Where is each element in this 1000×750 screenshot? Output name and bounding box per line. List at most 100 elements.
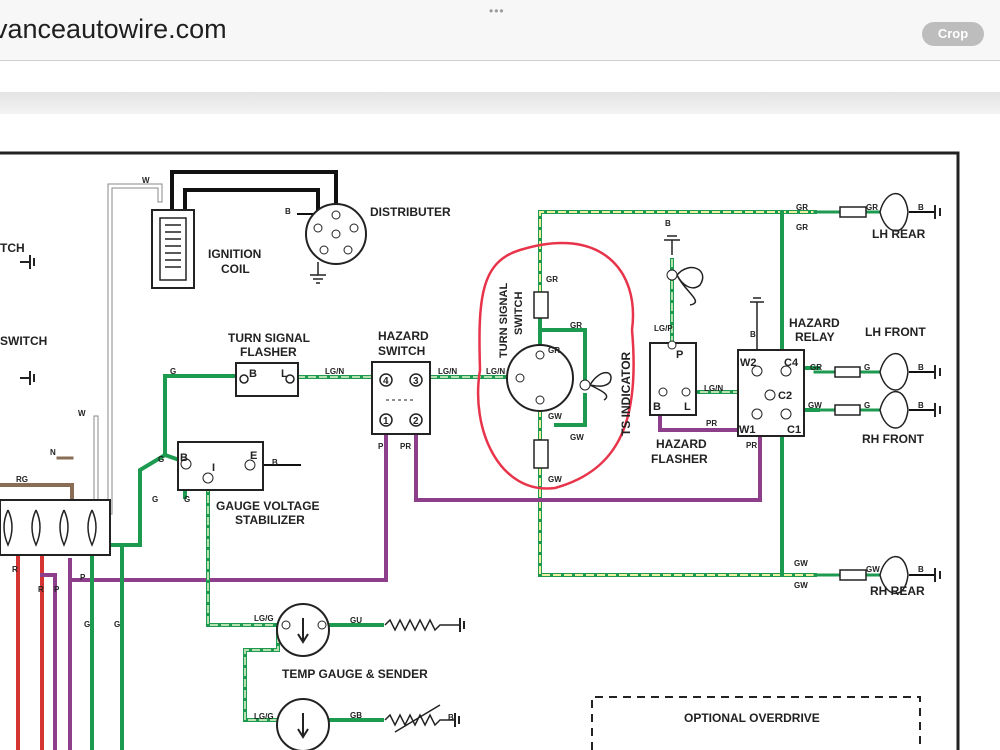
wire-code-lgn-4: LG/N <box>704 384 723 393</box>
wire-code-p-2: P <box>54 585 60 594</box>
wire-code-gr-5: GR <box>796 223 808 232</box>
wire-code-lgn-2: LG/N <box>438 367 457 376</box>
hazard-relay <box>737 297 805 437</box>
wire-code-p-3: P <box>80 573 86 582</box>
wire-code-lgn-3: LG/N <box>486 367 505 376</box>
terminal-c1: C1 <box>787 424 801 436</box>
wire-code-pr-1: PR <box>706 419 717 428</box>
label-hazard-flasher-2: FLASHER <box>651 452 708 466</box>
turn-signal-switch <box>506 291 574 469</box>
wires <box>0 170 936 750</box>
wire-code-w-2: W <box>78 409 86 418</box>
label-rh-front: RH FRONT <box>862 432 925 446</box>
turn-signal-flasher <box>235 362 299 397</box>
label-hazard-switch-2: SWITCH <box>378 344 425 358</box>
crop-button[interactable]: Crop <box>922 22 984 46</box>
label-gauge-voltage-1: GAUGE VOLTAGE <box>216 499 320 513</box>
wire-code-gw-2: GW <box>570 433 584 442</box>
wire-code-gr-3: GR <box>548 346 560 355</box>
label-temp-gauge: TEMP GAUGE & SENDER <box>282 667 428 681</box>
label-switch-1: TCH <box>0 241 25 255</box>
wire-code-gw-5: GW <box>794 559 808 568</box>
wire-code-gw-4: GW <box>808 401 822 410</box>
browser-toolbar: ••• vanceautowire.com Crop <box>0 0 1000 60</box>
fuse-block <box>0 499 111 556</box>
label-switch-2: SWITCH <box>0 334 47 348</box>
wire-code-n: N <box>50 448 56 457</box>
terminal-w2: W2 <box>740 357 757 369</box>
wire-code-g-4: G <box>184 495 190 504</box>
wire-code-gr-6: GR <box>866 203 878 212</box>
wire-code-b-lhr: B <box>918 203 924 212</box>
wire-code-w: W <box>142 176 150 185</box>
wire-code-g-5: G <box>84 620 90 629</box>
hazard-flasher <box>649 235 704 416</box>
label-turn-signal-flasher-2: FLASHER <box>240 345 297 359</box>
wire-code-rg: RG <box>16 475 28 484</box>
wire-code-gr-2: GR <box>570 321 582 330</box>
wire-code-lgn-1: LG/N <box>325 367 344 376</box>
label-hazard-relay-1: HAZARD <box>789 316 840 330</box>
ts-indicator-lamp <box>579 371 612 401</box>
label-hazard-flasher-1: HAZARD <box>656 437 707 451</box>
terminal-l-hazard-flasher: L <box>684 401 691 413</box>
wire-code-g-6: G <box>114 620 120 629</box>
wire-code-gu: GU <box>350 616 362 625</box>
terminal-4: 4 <box>383 376 389 387</box>
tab-handle-dots[interactable]: ••• <box>489 4 505 18</box>
label-turn-signal-switch-1: TURN SIGNAL <box>498 283 510 358</box>
wire-code-gb: GB <box>350 711 362 720</box>
wire-code-g-rhf: G <box>864 401 870 410</box>
terminal-b-flasher: B <box>249 368 257 380</box>
wire-code-b-rhf: B <box>918 401 924 410</box>
terminal-w1: W1 <box>739 424 756 436</box>
toolbar-divider <box>0 60 1000 61</box>
wire-code-gr-7: GR <box>810 363 822 372</box>
terminal-p: P <box>676 349 683 361</box>
gauge-voltage-stabilizer <box>177 441 264 491</box>
labels: DISTRIBUTER IGNITION COIL TURN SIGNAL FL… <box>0 176 926 725</box>
label-ignition-coil-1: IGNITION <box>208 247 261 261</box>
optional-overdrive-box <box>591 696 921 750</box>
label-optional-overdrive: OPTIONAL OVERDRIVE <box>684 711 820 725</box>
terminal-i: I <box>212 462 215 474</box>
hazard-switch <box>371 361 431 435</box>
wire-code-b-hf: B <box>665 219 671 228</box>
terminal-2: 2 <box>413 416 419 427</box>
wire-code-g-3: G <box>152 495 158 504</box>
content-top-band <box>0 92 1000 114</box>
label-lh-rear: LH REAR <box>872 227 926 241</box>
wire-code-b: B <box>285 207 291 216</box>
wire-code-r-2: R <box>38 585 44 594</box>
label-gauge-voltage-2: STABILIZER <box>235 513 305 527</box>
wire-code-b-relay: B <box>750 330 756 339</box>
fuel-gauge <box>276 698 460 750</box>
wire-code-lgp: LG/P <box>654 324 673 333</box>
terminal-b-hazard-flasher: B <box>653 401 661 413</box>
wire-code-b-stab: B <box>272 458 278 467</box>
wire-code-lgg-2: LG/G <box>254 712 274 721</box>
label-ts-indicator: TS INDICATOR <box>619 351 633 436</box>
wire-code-gw-3: GW <box>548 475 562 484</box>
wire-code-b-rhr: B <box>918 565 924 574</box>
diagram-border <box>0 151 960 750</box>
label-distributer: DISTRIBUTER <box>370 205 451 219</box>
label-turn-signal-switch-2: SWITCH <box>513 292 525 335</box>
address-bar-url[interactable]: vanceautowire.com <box>0 14 227 44</box>
wire-code-pr-3: PR <box>400 442 411 451</box>
terminal-3: 3 <box>413 376 419 387</box>
terminal-1: 1 <box>383 416 389 427</box>
wire-code-lgg-1: LG/G <box>254 614 274 623</box>
label-hazard-switch-1: HAZARD <box>378 329 429 343</box>
temp-gauge <box>276 603 465 657</box>
wire-code-gw-7: GW <box>866 565 880 574</box>
wire-code-gw-6: GW <box>794 581 808 590</box>
terminal-e: E <box>250 450 257 462</box>
wire-code-g: G <box>170 367 176 376</box>
terminal-l-flasher: L <box>281 368 288 380</box>
wire-code-g-lhf: G <box>864 363 870 372</box>
label-hazard-relay-2: RELAY <box>795 330 835 344</box>
wire-code-gr-1: GR <box>546 275 558 284</box>
lamps <box>834 192 941 595</box>
